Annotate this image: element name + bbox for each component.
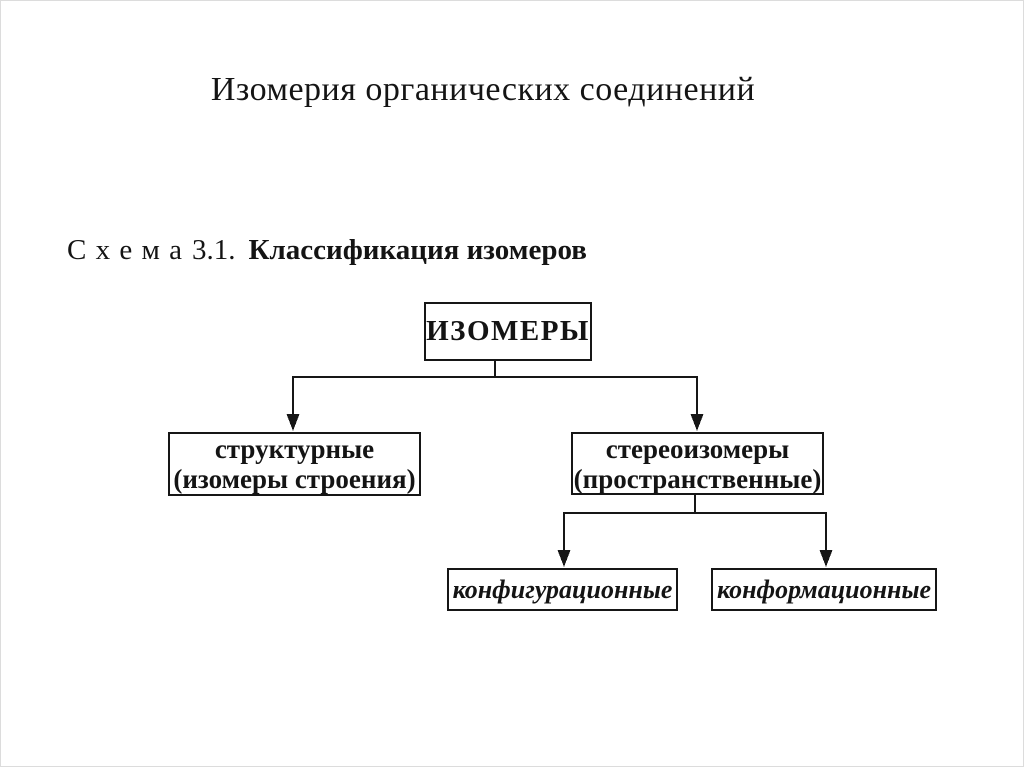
node-configurational: конфигурационные [447,568,678,611]
arrow-down-icon [819,550,833,567]
scheme-caption-word: С х е м а [67,234,183,266]
scheme-caption-number: 3.1. [191,234,236,266]
node-conformational: конформационные [711,568,937,611]
node-stereoisomers: стереоизомеры (пространственные) [571,432,824,495]
scheme-caption-title: Классификация изомеров [248,234,587,266]
arrow-down-icon [690,414,704,431]
node-isomers-label: ИЗОМЕРЫ [426,315,590,347]
page-title: Изомерия органических соединений [210,71,756,108]
node-isomers: ИЗОМЕРЫ [424,302,592,361]
node-stereoisomers-line2: (пространственные) [573,463,822,494]
node-structural-line1: структурные [214,434,375,464]
arrow-down-icon [286,414,300,431]
node-structural: структурные (изомеры строения) [168,432,421,496]
node-conformational-label: конформационные [716,574,932,604]
arrow-down-icon [557,550,571,567]
node-structural-line2: (изомеры строения) [173,464,416,494]
node-stereoisomers-line1: стереоизомеры [605,433,790,464]
node-configurational-label: конфигурационные [452,574,673,604]
